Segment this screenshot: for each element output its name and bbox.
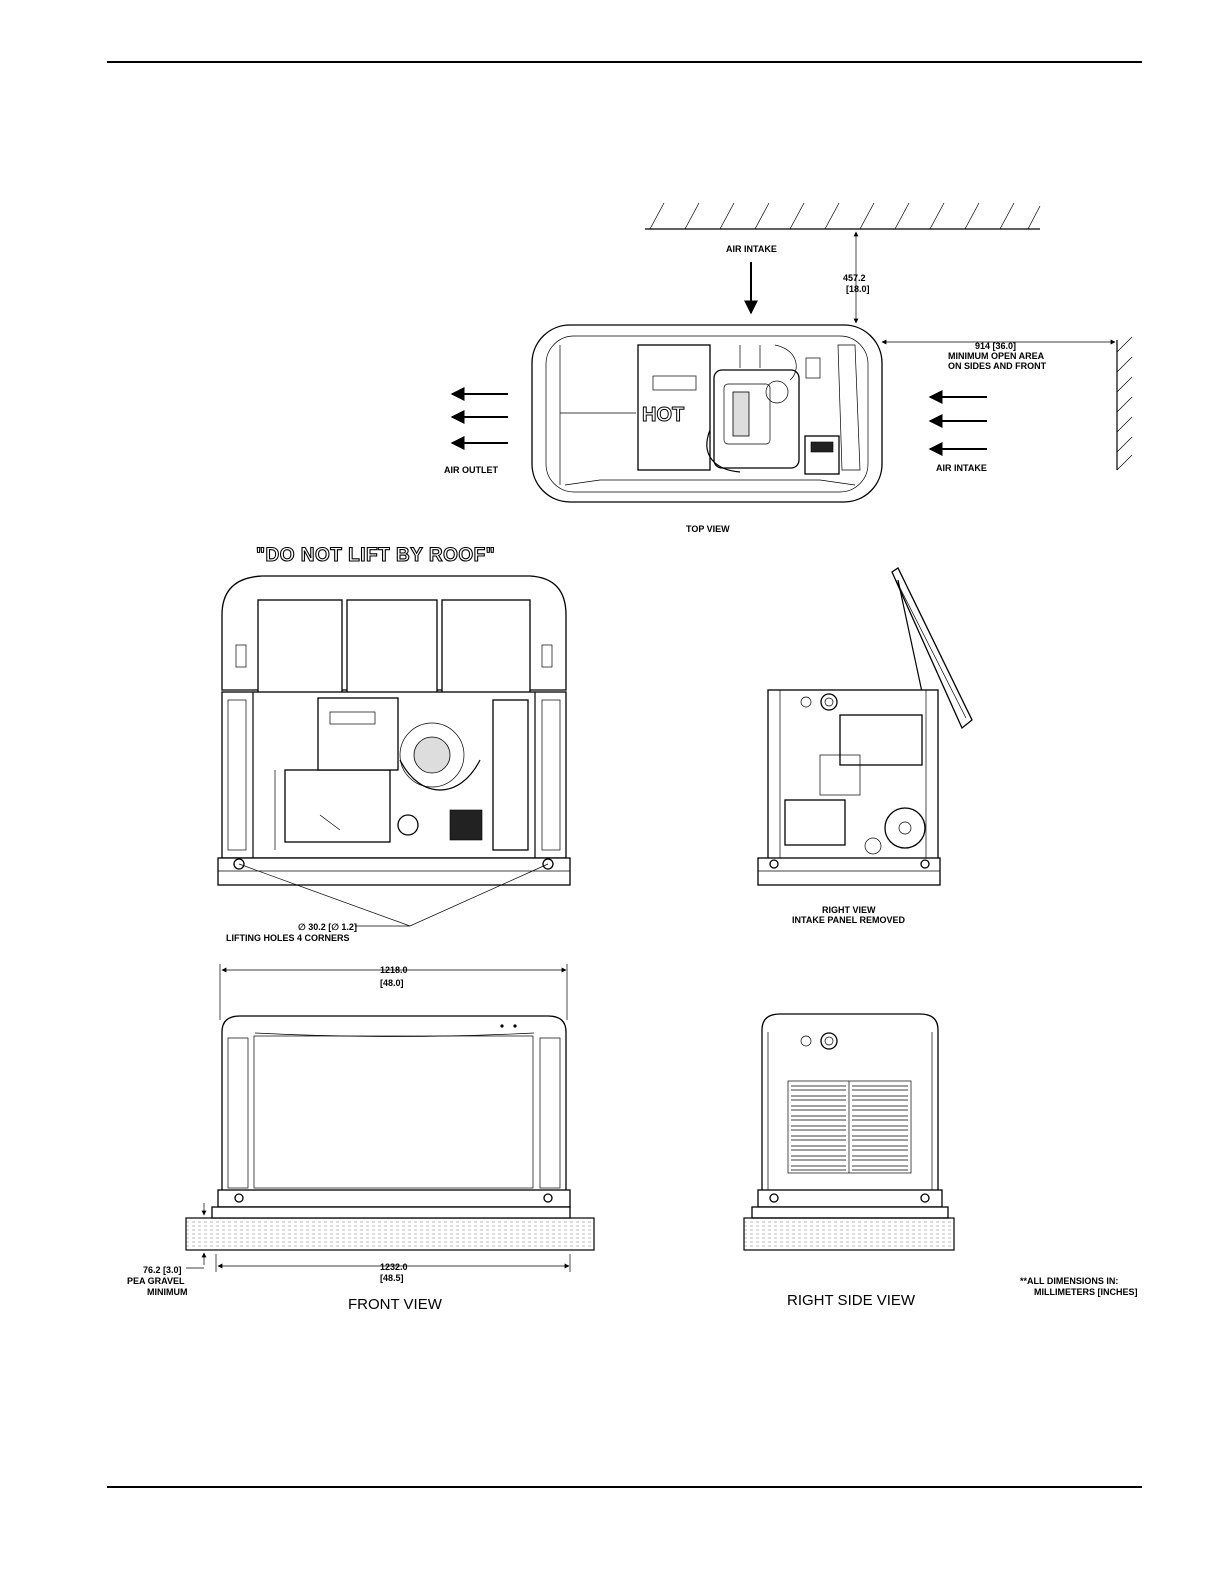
lifting-hole-size: ∅ 30.2 [∅ 1.2] — [298, 922, 357, 932]
front-view: 1218.0 [48.0] 76.2 [3.0] PEA GRAVEL MINI… — [127, 964, 595, 1313]
side-clearance-note-2: ON SIDES AND FRONT — [948, 361, 1047, 371]
gravel-type: PEA GRAVEL — [127, 1276, 185, 1286]
right-side-view-caption: RIGHT SIDE VIEW — [787, 1292, 916, 1309]
hot-label: HOT — [642, 404, 684, 426]
top-view: AIR INTAKE 457.2 [18.0] 914 [36.0] MINIM… — [444, 202, 1133, 534]
side-wall-hatch — [1116, 336, 1133, 471]
units-note-line-1: **ALL DIMENSIONS IN: — [1020, 1276, 1118, 1286]
width-top-mm: 1218.0 — [380, 965, 408, 975]
lifting-hole-note: LIFTING HOLES 4 CORNERS — [226, 933, 350, 943]
gravel-minimum: MINIMUM — [147, 1287, 188, 1297]
right-side-view-pad — [743, 1217, 955, 1251]
front-view-pea-gravel-pad — [185, 1217, 595, 1251]
front-view-caption: FRONT VIEW — [348, 1296, 443, 1313]
right-view-caption-2: INTAKE PANEL REMOVED — [792, 915, 906, 925]
air-intake-top-label: AIR INTAKE — [726, 244, 777, 254]
front-door-panel — [253, 1035, 534, 1189]
width-top-in: [48.0] — [380, 978, 404, 988]
air-intake-side-label: AIR INTAKE — [936, 463, 987, 473]
rear-wall-hatch — [645, 202, 1041, 230]
right-view-caption-1: RIGHT VIEW — [822, 905, 876, 915]
top-view-engine: HOT — [637, 344, 861, 475]
do-not-lift-warning: "DO NOT LIFT BY ROOF" — [256, 545, 495, 566]
width-base-in: [48.5] — [380, 1273, 404, 1283]
intake-louvers — [787, 1080, 912, 1174]
air-outlet-label: AIR OUTLET — [444, 465, 498, 475]
front-view-open: ∅ 30.2 [∅ 1.2] LIFTING HOLES 4 CORNERS — [217, 575, 571, 943]
top-view-caption: TOP VIEW — [686, 524, 730, 534]
width-base-mm: 1232.0 — [380, 1262, 408, 1272]
units-note-line-2: MILLIMETERS [INCHES] — [1034, 1287, 1138, 1297]
right-side-view: RIGHT SIDE VIEW — [743, 1013, 955, 1309]
side-clearance-note-1: MINIMUM OPEN AREA — [948, 351, 1045, 361]
rear-clearance-in: [18.0] — [846, 284, 870, 294]
rear-clearance-mm: 457.2 — [843, 273, 866, 283]
gravel-depth: 76.2 [3.0] — [143, 1265, 182, 1275]
side-clearance-value: 914 [36.0] — [975, 341, 1016, 351]
right-view-open: RIGHT VIEW INTAKE PANEL REMOVED — [757, 567, 973, 925]
